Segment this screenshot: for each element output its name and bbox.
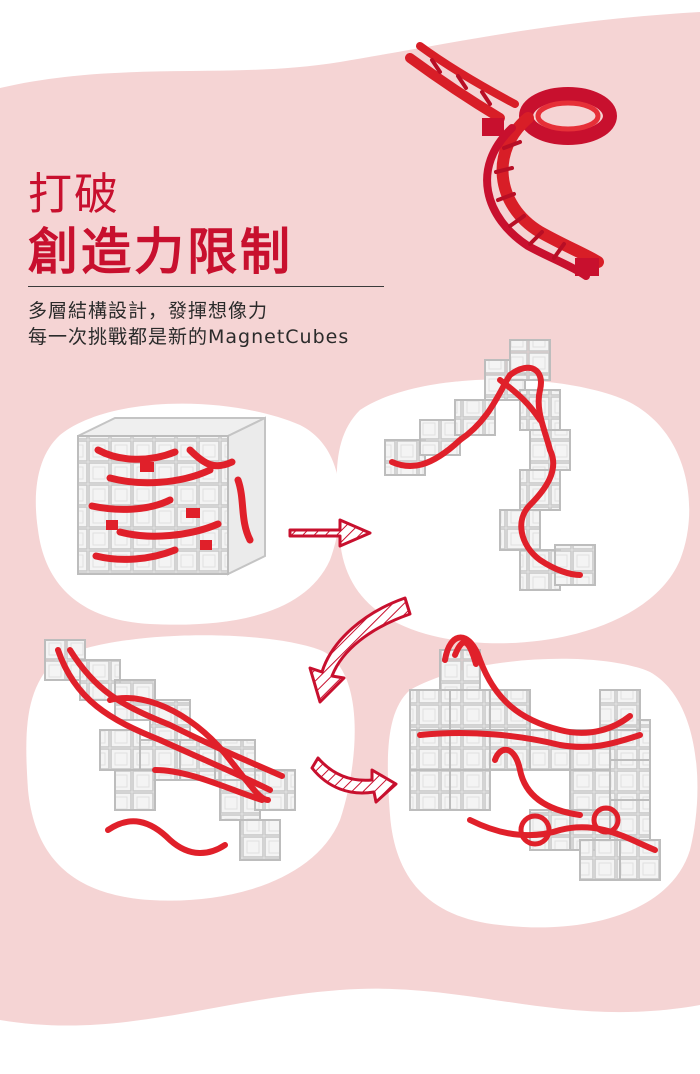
description-line-1: 多層結構設計，發揮想像力 xyxy=(28,300,269,322)
heading-line-2: 創造力限制 xyxy=(28,223,293,281)
magnet-cube-structure-icon xyxy=(409,634,661,881)
flow-arrow-icon xyxy=(288,518,372,548)
divider xyxy=(28,286,384,287)
magnet-cube-structure-icon xyxy=(77,416,266,576)
magnet-cube-structure-icon xyxy=(384,339,596,591)
description-line-2: 每一次挑戰都是新的MagnetCubes xyxy=(28,326,350,348)
magnet-cube-structure-icon xyxy=(44,639,296,861)
heading-line-1: 打破 xyxy=(28,169,120,220)
flow-arrow-icon xyxy=(308,596,412,704)
flow-arrow-icon xyxy=(310,756,398,804)
curved-track-piece-icon xyxy=(405,42,617,280)
